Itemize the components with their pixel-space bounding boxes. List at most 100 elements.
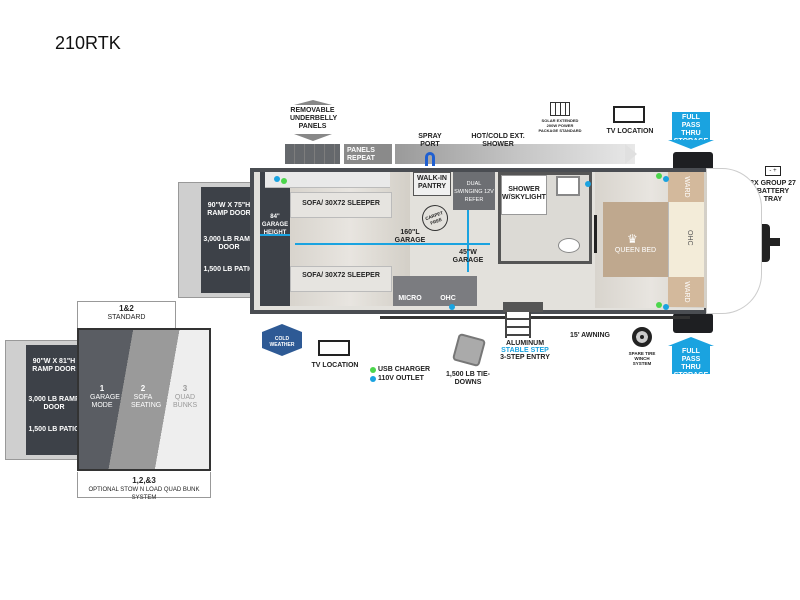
battery-label: 2X GROUP 27 BATTERY TRAY: [750, 180, 796, 203]
ward-top-label: WARD: [683, 176, 690, 198]
pantry: [413, 172, 451, 196]
underbelly-label-group: REMOVABLE UNDERBELLY PANELS: [290, 100, 337, 141]
awning-label: 15' AWNING: [570, 332, 610, 339]
toy-shelf: [265, 172, 390, 188]
headboard: [668, 202, 704, 277]
sofa-top-label: SOFA/ 30x72 SLEEPER: [302, 200, 380, 207]
shower: [501, 175, 547, 215]
shower-label: SHOWER w/SKYLIGHT: [502, 186, 546, 201]
outlet-dot: [585, 181, 591, 187]
kitchen-counter: [393, 276, 477, 306]
outlet-dot: [274, 176, 280, 182]
model-title: 210RTK: [55, 33, 121, 53]
underbelly-panels-grey: [395, 144, 635, 164]
step-label-2: STABLE STEP: [501, 347, 549, 354]
tv-icon: [318, 340, 350, 356]
sink-icon: [556, 176, 580, 196]
refer-label: DUAL SWINGING 12V REFER: [454, 181, 494, 203]
outlet-dot: [663, 304, 669, 310]
ramp-door-weight: 3,000 LB RAMP DOOR: [203, 236, 255, 251]
storage-top-arrow: FULL PASS THRU STORAGE: [672, 112, 710, 145]
sofa-bottom-label: SOFA/ 30x72 SLEEPER: [302, 272, 380, 279]
mode1-num: 1: [99, 384, 105, 393]
queen-bed-label: QUEEN BED: [614, 247, 657, 254]
arrow-down-icon: [294, 134, 332, 141]
usb-dot: [656, 302, 662, 308]
garage-height-arrow: [260, 234, 290, 236]
ohc-label: OHC: [440, 295, 456, 302]
entry-door: [503, 302, 543, 312]
inset-weight-label: 3,000 LB RAMP DOOR: [28, 396, 80, 411]
ramp-patio: 1,500 LB PATIO: [203, 266, 255, 273]
tv-icon: [613, 106, 645, 123]
inset-optional-num: 1,2,&3: [132, 476, 156, 485]
step-label-3: 3-STEP ENTRY: [500, 354, 550, 361]
spray-port-label: SPRAY PORT: [418, 133, 442, 148]
mode3-num: 3: [182, 384, 188, 393]
tie-down-icon: [451, 332, 487, 368]
micro-label: MICRO: [398, 295, 422, 302]
refrigerator: [453, 172, 495, 210]
arrow-down-icon: [668, 140, 714, 149]
inset-ramp-panel: [5, 340, 80, 460]
storage-bottom-arrow: FULL PASS THRU STORAGE: [672, 346, 710, 379]
panels-repeat-label: PANELS REPEAT: [347, 147, 375, 162]
cold-weather-label: COLD WEATHER: [269, 336, 295, 348]
garage-door-inner: [260, 172, 290, 306]
inset-standard-box: 1&2 STANDARD: [77, 301, 176, 328]
mode3-label: QUAD BUNKS: [173, 394, 198, 409]
pantry-label: WALK-IN PANTRY: [417, 175, 447, 190]
toilet-icon: [558, 238, 580, 253]
sofa-top: [290, 192, 392, 218]
crown-icon: ♛: [627, 232, 638, 246]
tie-downs-label: 1,500 LB TIE-DOWNS: [446, 371, 490, 386]
tv-location-top-label: TV LOCATION: [606, 128, 654, 135]
inset-standard-num: 1&2: [119, 304, 134, 313]
usb-dot: [656, 173, 662, 179]
outlet-dot: [663, 176, 669, 182]
underbelly-label: REMOVABLE UNDERBELLY PANELS: [290, 107, 338, 130]
spray-hose-icon: [425, 152, 435, 166]
spare-tire-icon: [632, 327, 652, 347]
ohc-front-label: OHC: [686, 230, 693, 246]
garage-length-label: 160"L GARAGE: [394, 229, 426, 244]
storage-box-top: [673, 152, 713, 172]
ramp-door-size: 90"W x 75"H RAMP DOOR: [207, 202, 251, 217]
garage-length-arrow: [295, 243, 490, 245]
tv-location-label: TV LOCATION: [311, 362, 359, 369]
awning-bar: [380, 316, 690, 319]
underbelly-panels-dark: [285, 144, 340, 164]
inset-ramp-surface: [26, 345, 80, 455]
carpet-free-label: CARPET FREE: [424, 210, 444, 226]
inset-patio-label: 1,500 LB PATIO: [28, 426, 80, 433]
front-cap: [706, 168, 762, 314]
queen-bed: [603, 202, 668, 277]
usb-legend-dot: [370, 367, 376, 373]
step-label-1: ALUMINUM: [505, 340, 545, 347]
hitch-tongue: [768, 238, 780, 246]
arrow-down-icon: [294, 100, 332, 105]
battery-icon: - +: [765, 166, 781, 176]
wardrobe-top: [668, 172, 704, 202]
sofa-bottom: [290, 266, 392, 292]
solar-label: SOLAR EXTENDED 200W POWER PACKAGE STANDA…: [538, 118, 582, 133]
ward-bottom-label: WARD: [683, 281, 690, 303]
wardrobe-bottom: [668, 277, 704, 307]
outlet-legend-label: 110V OUTLET: [378, 375, 424, 382]
solar-panel-icon: [550, 102, 570, 116]
mode2-label: SOFA SEATING: [131, 394, 162, 409]
usb-dot: [281, 178, 287, 184]
mode2-num: 2: [140, 384, 146, 393]
mode1-label: GARAGE MODE: [90, 394, 120, 409]
tv-wall: [594, 215, 597, 253]
usb-legend-label: USB CHARGER: [378, 366, 431, 373]
garage-width-arrow: [467, 210, 469, 272]
spare-tire-label: SPARE TIRE WINCH SYSTEM: [628, 351, 656, 366]
cold-weather-badge: COLD WEATHER: [262, 324, 302, 356]
arrow-up-icon: [668, 337, 714, 346]
ext-shower-label: HOT/COLD EXT. SHOWER: [471, 133, 525, 148]
outlet-legend-dot: [370, 376, 376, 382]
garage-width-label: 45"W GARAGE: [452, 249, 484, 264]
storage-bottom-label: FULL PASS THRU STORAGE: [673, 348, 709, 379]
inset-optional-label: OPTIONAL STOW N LOAD QUAD BUNK SYSTEM: [88, 487, 200, 501]
